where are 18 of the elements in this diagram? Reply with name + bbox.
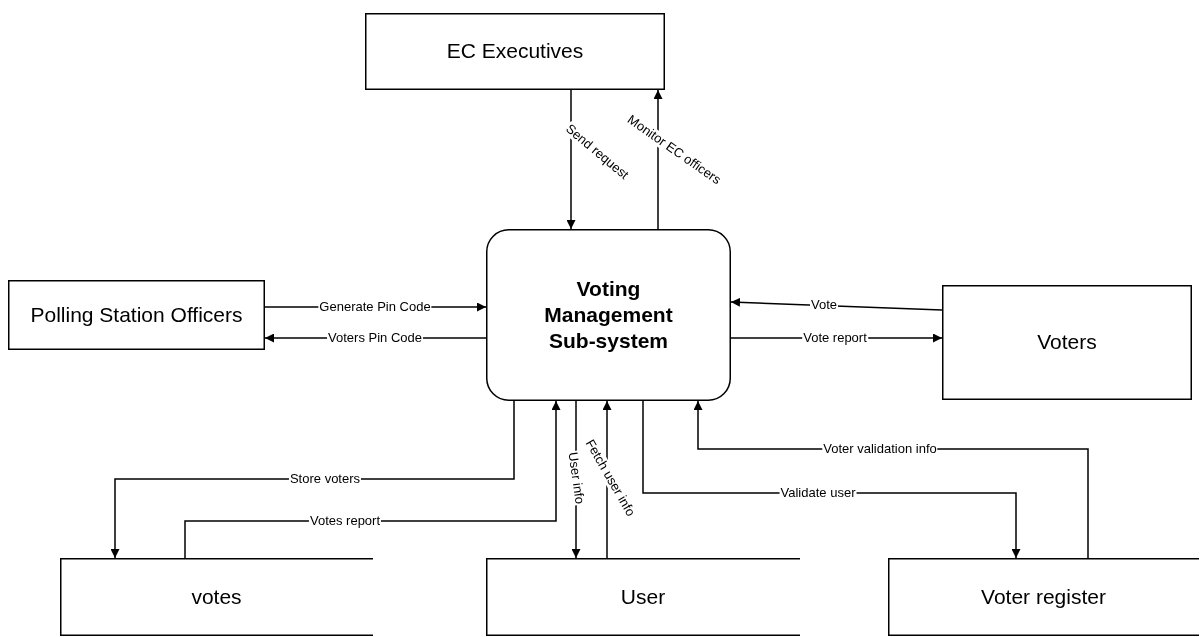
- data-store: [888, 558, 1199, 636]
- data-store: [60, 558, 373, 636]
- node-label: EC Executives: [446, 38, 584, 65]
- entity-box: [8, 280, 265, 350]
- arrow: [566, 89, 576, 230]
- edge-label: Votes report: [308, 513, 382, 529]
- edge-label: Vote report: [802, 330, 868, 346]
- arrow: [653, 89, 663, 230]
- node-label: User: [620, 583, 666, 610]
- node-label: Polling Station Officers: [30, 301, 243, 328]
- entity-box: [365, 13, 665, 90]
- node-label: Voter register: [981, 583, 1106, 610]
- node-label: votes: [191, 583, 242, 610]
- node-label: Voters: [1037, 329, 1097, 356]
- process-box: [486, 229, 731, 401]
- data-store: [486, 558, 800, 636]
- entity-box: [942, 285, 1192, 400]
- node-label: Voting Management Sub-system: [543, 275, 674, 355]
